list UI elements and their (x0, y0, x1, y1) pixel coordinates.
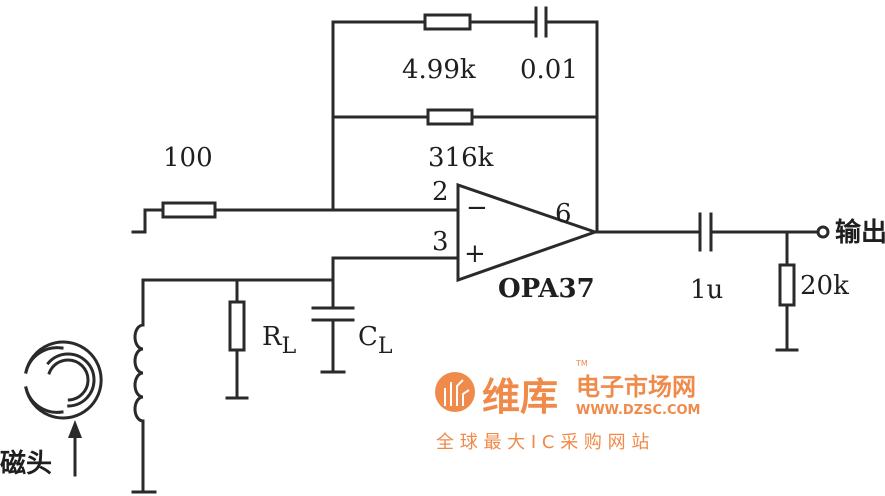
resistor-4.99k (423, 13, 472, 31)
output-terminal (816, 225, 830, 239)
wire-top (331, 20, 599, 234)
pin-2-label: 2 (432, 177, 449, 207)
watermark-slogan: 全 球 最 大 I C 采 购 网 站 (436, 432, 649, 453)
pin-6-label: 6 (555, 199, 572, 229)
wire-20k (775, 230, 799, 352)
label-316k: 316k (428, 143, 494, 173)
wire-inverting-input (131, 208, 460, 234)
resistor-316k (426, 108, 474, 126)
label-100: 100 (163, 143, 213, 173)
plus-sign: + (464, 239, 486, 269)
watermark: 维库 电子市场网 WWW.DZSC.COM TM 全 球 最 大 I C 采 购… (435, 359, 700, 453)
resistor-100 (161, 201, 217, 219)
pin-3-label: 3 (432, 227, 449, 257)
watermark-logo-icon (435, 372, 475, 412)
minus-sign: − (466, 193, 488, 223)
output-label: 输出 (835, 217, 885, 248)
label-4.99k: 4.99k (402, 55, 476, 85)
head-label: 磁头 (0, 448, 52, 479)
watermark-brand: 维库 (482, 375, 558, 419)
capacitor-1u (698, 212, 713, 252)
opamp-label: OPA37 (498, 274, 595, 304)
label-20k: 20k (800, 271, 849, 301)
watermark-tm: TM (575, 359, 588, 368)
capacitor-cl (311, 278, 355, 374)
inductor-coil (131, 323, 157, 494)
resistor-rl (228, 300, 246, 352)
feedback-network (331, 6, 599, 234)
magnetic-head-icon (24, 340, 103, 420)
resistor-20k (778, 263, 796, 307)
label-1u: 1u (690, 275, 723, 305)
arrow-up-icon (68, 420, 82, 438)
wire-rl (225, 278, 249, 400)
wire-noninverting-input (141, 256, 460, 327)
label-0.01: 0.01 (520, 55, 578, 85)
watermark-url: WWW.DZSC.COM (576, 403, 700, 418)
label-rl: RL (262, 322, 297, 359)
capacitor-0.01 (534, 6, 548, 38)
label-cl: CL (358, 322, 393, 359)
watermark-site-name: 电子市场网 (576, 373, 696, 401)
opamp-symbol (456, 182, 600, 283)
